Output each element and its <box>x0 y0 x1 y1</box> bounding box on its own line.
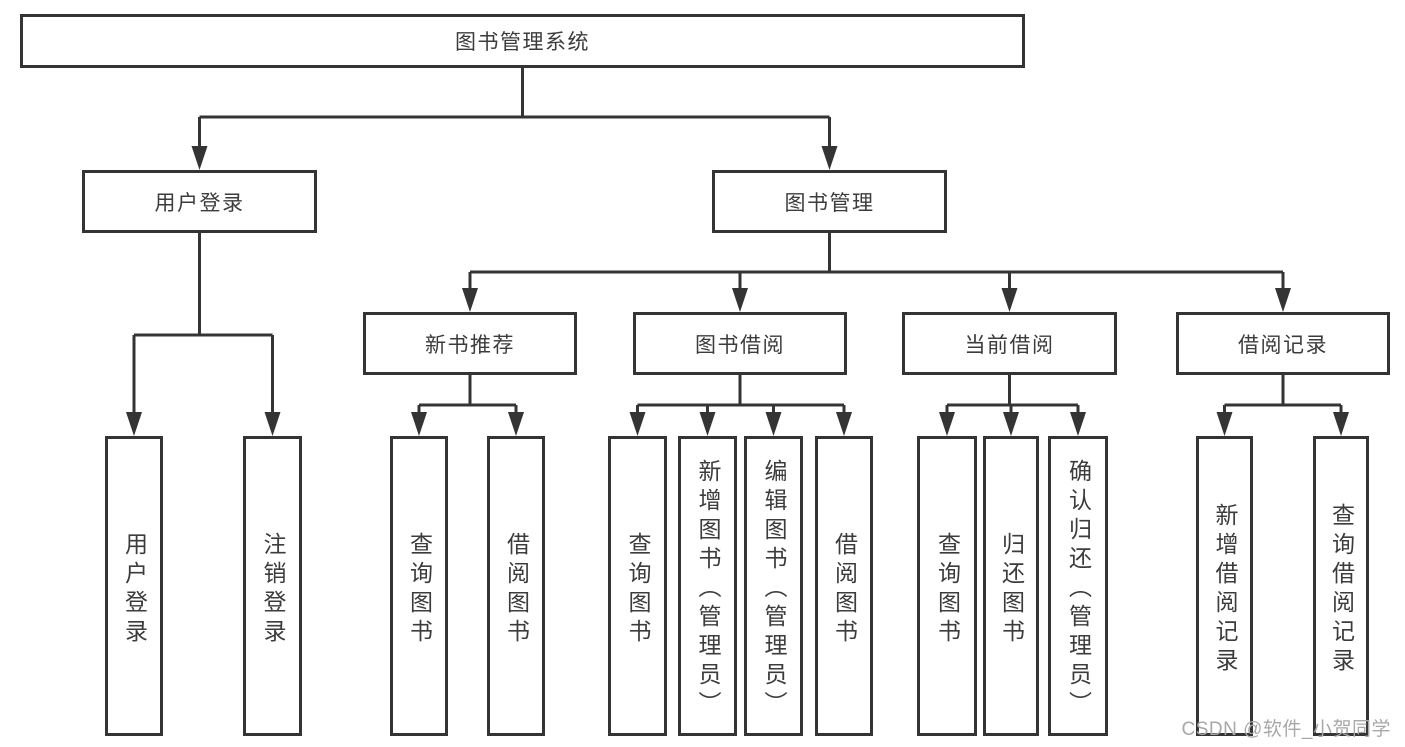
leaf-label: 借阅图书 <box>503 531 530 648</box>
leaf-query-books-current: 查询图书 <box>917 436 977 736</box>
node-label: 当前借阅 <box>964 333 1055 357</box>
leaf-label: 注销登录 <box>260 531 286 648</box>
leaf-logout-login: 注销登录 <box>243 436 302 736</box>
node-label: 新书推荐 <box>425 333 515 357</box>
node-user-login: 用户登录 <box>82 170 317 233</box>
node-book-management: 图书管理 <box>712 170 947 233</box>
leaf-query-borrow-record: 查询借阅记录 <box>1313 436 1369 736</box>
leaf-label: 用户登录 <box>121 531 148 648</box>
leaf-add-book-admin: 新增图书（管理员） <box>678 436 737 736</box>
node-book-borrowing: 图书借阅 <box>633 312 847 375</box>
node-current-borrowing: 当前借阅 <box>902 312 1117 375</box>
node-new-book-recommendation: 新书推荐 <box>363 312 577 375</box>
node-label: 图书管理系统 <box>455 31 590 54</box>
leaf-borrow-books-recommend: 借阅图书 <box>487 436 545 736</box>
node-label: 图书借阅 <box>695 333 785 357</box>
node-library-management-system: 图书管理系统 <box>20 14 1025 68</box>
leaf-user-login: 用户登录 <box>105 436 163 736</box>
node-label: 图书管理 <box>784 191 875 215</box>
leaf-confirm-return-admin: 确认归还（管理员） <box>1048 436 1108 736</box>
node-borrowing-records: 借阅记录 <box>1176 312 1390 375</box>
leaf-new-borrow-record: 新增借阅记录 <box>1196 436 1253 736</box>
leaf-label: 新增借阅记录 <box>1212 502 1238 677</box>
leaf-label: 新增图书（管理员） <box>695 459 721 720</box>
leaf-edit-book-admin: 编辑图书（管理员） <box>744 436 803 736</box>
node-label: 借阅记录 <box>1238 333 1328 357</box>
leaf-label: 归还图书 <box>998 531 1025 648</box>
leaf-label: 编辑图书（管理员） <box>761 459 787 720</box>
leaf-label: 查询图书 <box>406 531 433 648</box>
leaf-label: 确认归还（管理员） <box>1065 459 1092 720</box>
arrowheads <box>126 146 1349 436</box>
leaf-query-books-borrow: 查询图书 <box>608 436 667 736</box>
leaf-borrow-books-borrow: 借阅图书 <box>815 436 873 736</box>
leaf-label: 借阅图书 <box>831 531 858 648</box>
leaf-query-books-recommend: 查询图书 <box>390 436 448 736</box>
leaf-label: 查询借阅记录 <box>1328 502 1355 677</box>
node-label: 用户登录 <box>154 191 245 215</box>
leaf-return-books: 归还图书 <box>983 436 1039 736</box>
leaf-label: 查询图书 <box>625 531 651 648</box>
leaf-label: 查询图书 <box>934 531 961 648</box>
csdn-watermark: CSDN @软件_小贺同学 <box>1181 719 1391 740</box>
